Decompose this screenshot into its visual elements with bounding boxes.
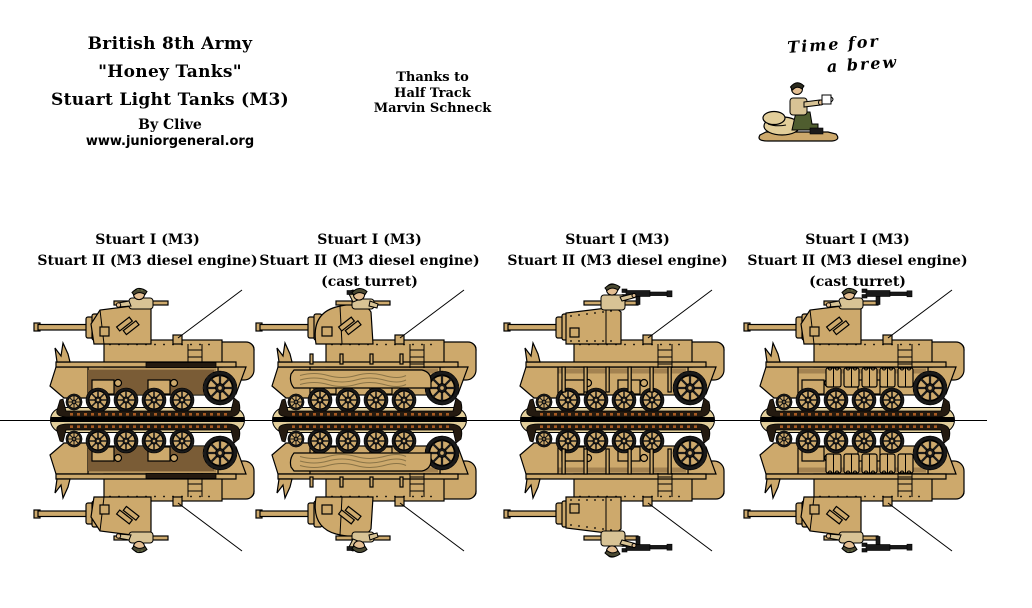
title-block: British 8th Army "Honey Tanks" Stuart Li… [40, 30, 300, 150]
thanks-line-2: Half Track [394, 85, 471, 101]
tank-label: Stuart I (M3) Stuart II (M3 diesel engin… [740, 230, 975, 293]
tank-label-line2: Stuart II (M3 diesel engine) [259, 253, 480, 269]
tank-label-line2: Stuart II (M3 diesel engine) [747, 253, 968, 269]
tank-figure-mirrored [743, 422, 965, 554]
tea-mug [821, 94, 832, 105]
tank-figure [33, 287, 255, 419]
tank-unit-1: Stuart I (M3) Stuart II (M3 diesel engin… [30, 228, 265, 558]
boot [809, 127, 824, 135]
tank-unit-2: Stuart I (M3) Stuart II (M3 diesel engin… [252, 228, 487, 558]
tank-label: Stuart I (M3) Stuart II (M3 diesel engin… [30, 230, 265, 272]
tank-label-line2: Stuart II (M3 diesel engine) [507, 253, 728, 269]
title-line-2: "Honey Tanks" [98, 62, 242, 82]
title-line-3: Stuart Light Tanks (M3) [51, 90, 289, 110]
fold-line [0, 420, 987, 421]
tank-unit-3: Stuart I (M3) Stuart II (M3 diesel engin… [500, 228, 735, 558]
thanks-line-1: Thanks to [396, 70, 469, 85]
tank-label-line1: Stuart I (M3) [317, 232, 422, 248]
tank-label-line2: Stuart II (M3 diesel engine) [37, 253, 258, 269]
tank-figure [503, 283, 725, 419]
brew-note: Time for a brew [787, 27, 930, 81]
website-url: www.juniorgeneral.org [85, 134, 255, 149]
tank-label: Stuart I (M3) Stuart II (M3 diesel engin… [500, 230, 735, 272]
tank-label-line1: Stuart I (M3) [95, 232, 200, 248]
tank-label: Stuart I (M3) Stuart II (M3 diesel engin… [252, 230, 487, 293]
tank-figure-mirrored [33, 422, 255, 554]
tank-figure-mirrored [255, 422, 477, 554]
tank-label-line3: (cast turret) [809, 274, 906, 290]
tank-figure [743, 287, 965, 419]
title-line-1: British 8th Army [87, 34, 253, 54]
tank-figure-mirrored [503, 422, 725, 558]
tank-figure [255, 287, 477, 419]
thanks-line-3: Marvin Schneck [373, 101, 492, 116]
tank-label-line1: Stuart I (M3) [565, 232, 670, 248]
thanks-block: Thanks to Half Track Marvin Schneck [350, 70, 515, 117]
tank-label-line3: (cast turret) [321, 274, 418, 290]
byline: By Clive [138, 117, 202, 133]
beret [789, 82, 805, 91]
tea-break-figure [758, 82, 839, 142]
tank-unit-4: Stuart I (M3) Stuart II (M3 diesel engin… [740, 228, 975, 558]
tank-label-line1: Stuart I (M3) [805, 232, 910, 248]
